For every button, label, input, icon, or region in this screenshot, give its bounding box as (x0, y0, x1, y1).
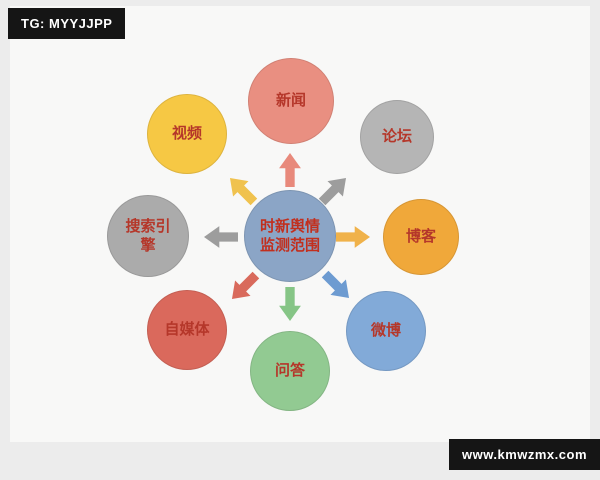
watermark-tg-badge: TG: MYYJJPP (8, 8, 126, 39)
node-blog: 博客 (383, 199, 459, 275)
node-blog-label: 博客 (405, 228, 436, 246)
node-center-monitoring-scope: 时新舆情 监测范围 (244, 190, 336, 282)
node-video-label: 视频 (171, 125, 202, 143)
node-qa: 问答 (250, 331, 330, 411)
node-search-engine-label: 搜索引擎 (125, 217, 171, 255)
node-center-label: 时新舆情 监测范围 (260, 217, 320, 256)
node-video: 视频 (147, 94, 227, 174)
node-search-engine: 搜索引擎 (107, 195, 189, 277)
node-self-media-label: 自媒体 (164, 321, 210, 339)
watermark-url-badge: www.kmwzmx.com (449, 439, 600, 470)
node-qa-label: 问答 (274, 362, 305, 380)
node-weibo: 微博 (346, 291, 426, 371)
node-forum: 论坛 (360, 100, 434, 174)
node-self-media: 自媒体 (147, 290, 227, 370)
node-news: 新闻 (248, 58, 334, 144)
node-forum-label: 论坛 (381, 128, 412, 146)
node-center-label-line2: 监测范围 (259, 237, 320, 254)
node-center-label-line1: 时新舆情 (259, 217, 320, 235)
node-news-label: 新闻 (275, 92, 306, 110)
node-weibo-label: 微博 (370, 322, 401, 340)
